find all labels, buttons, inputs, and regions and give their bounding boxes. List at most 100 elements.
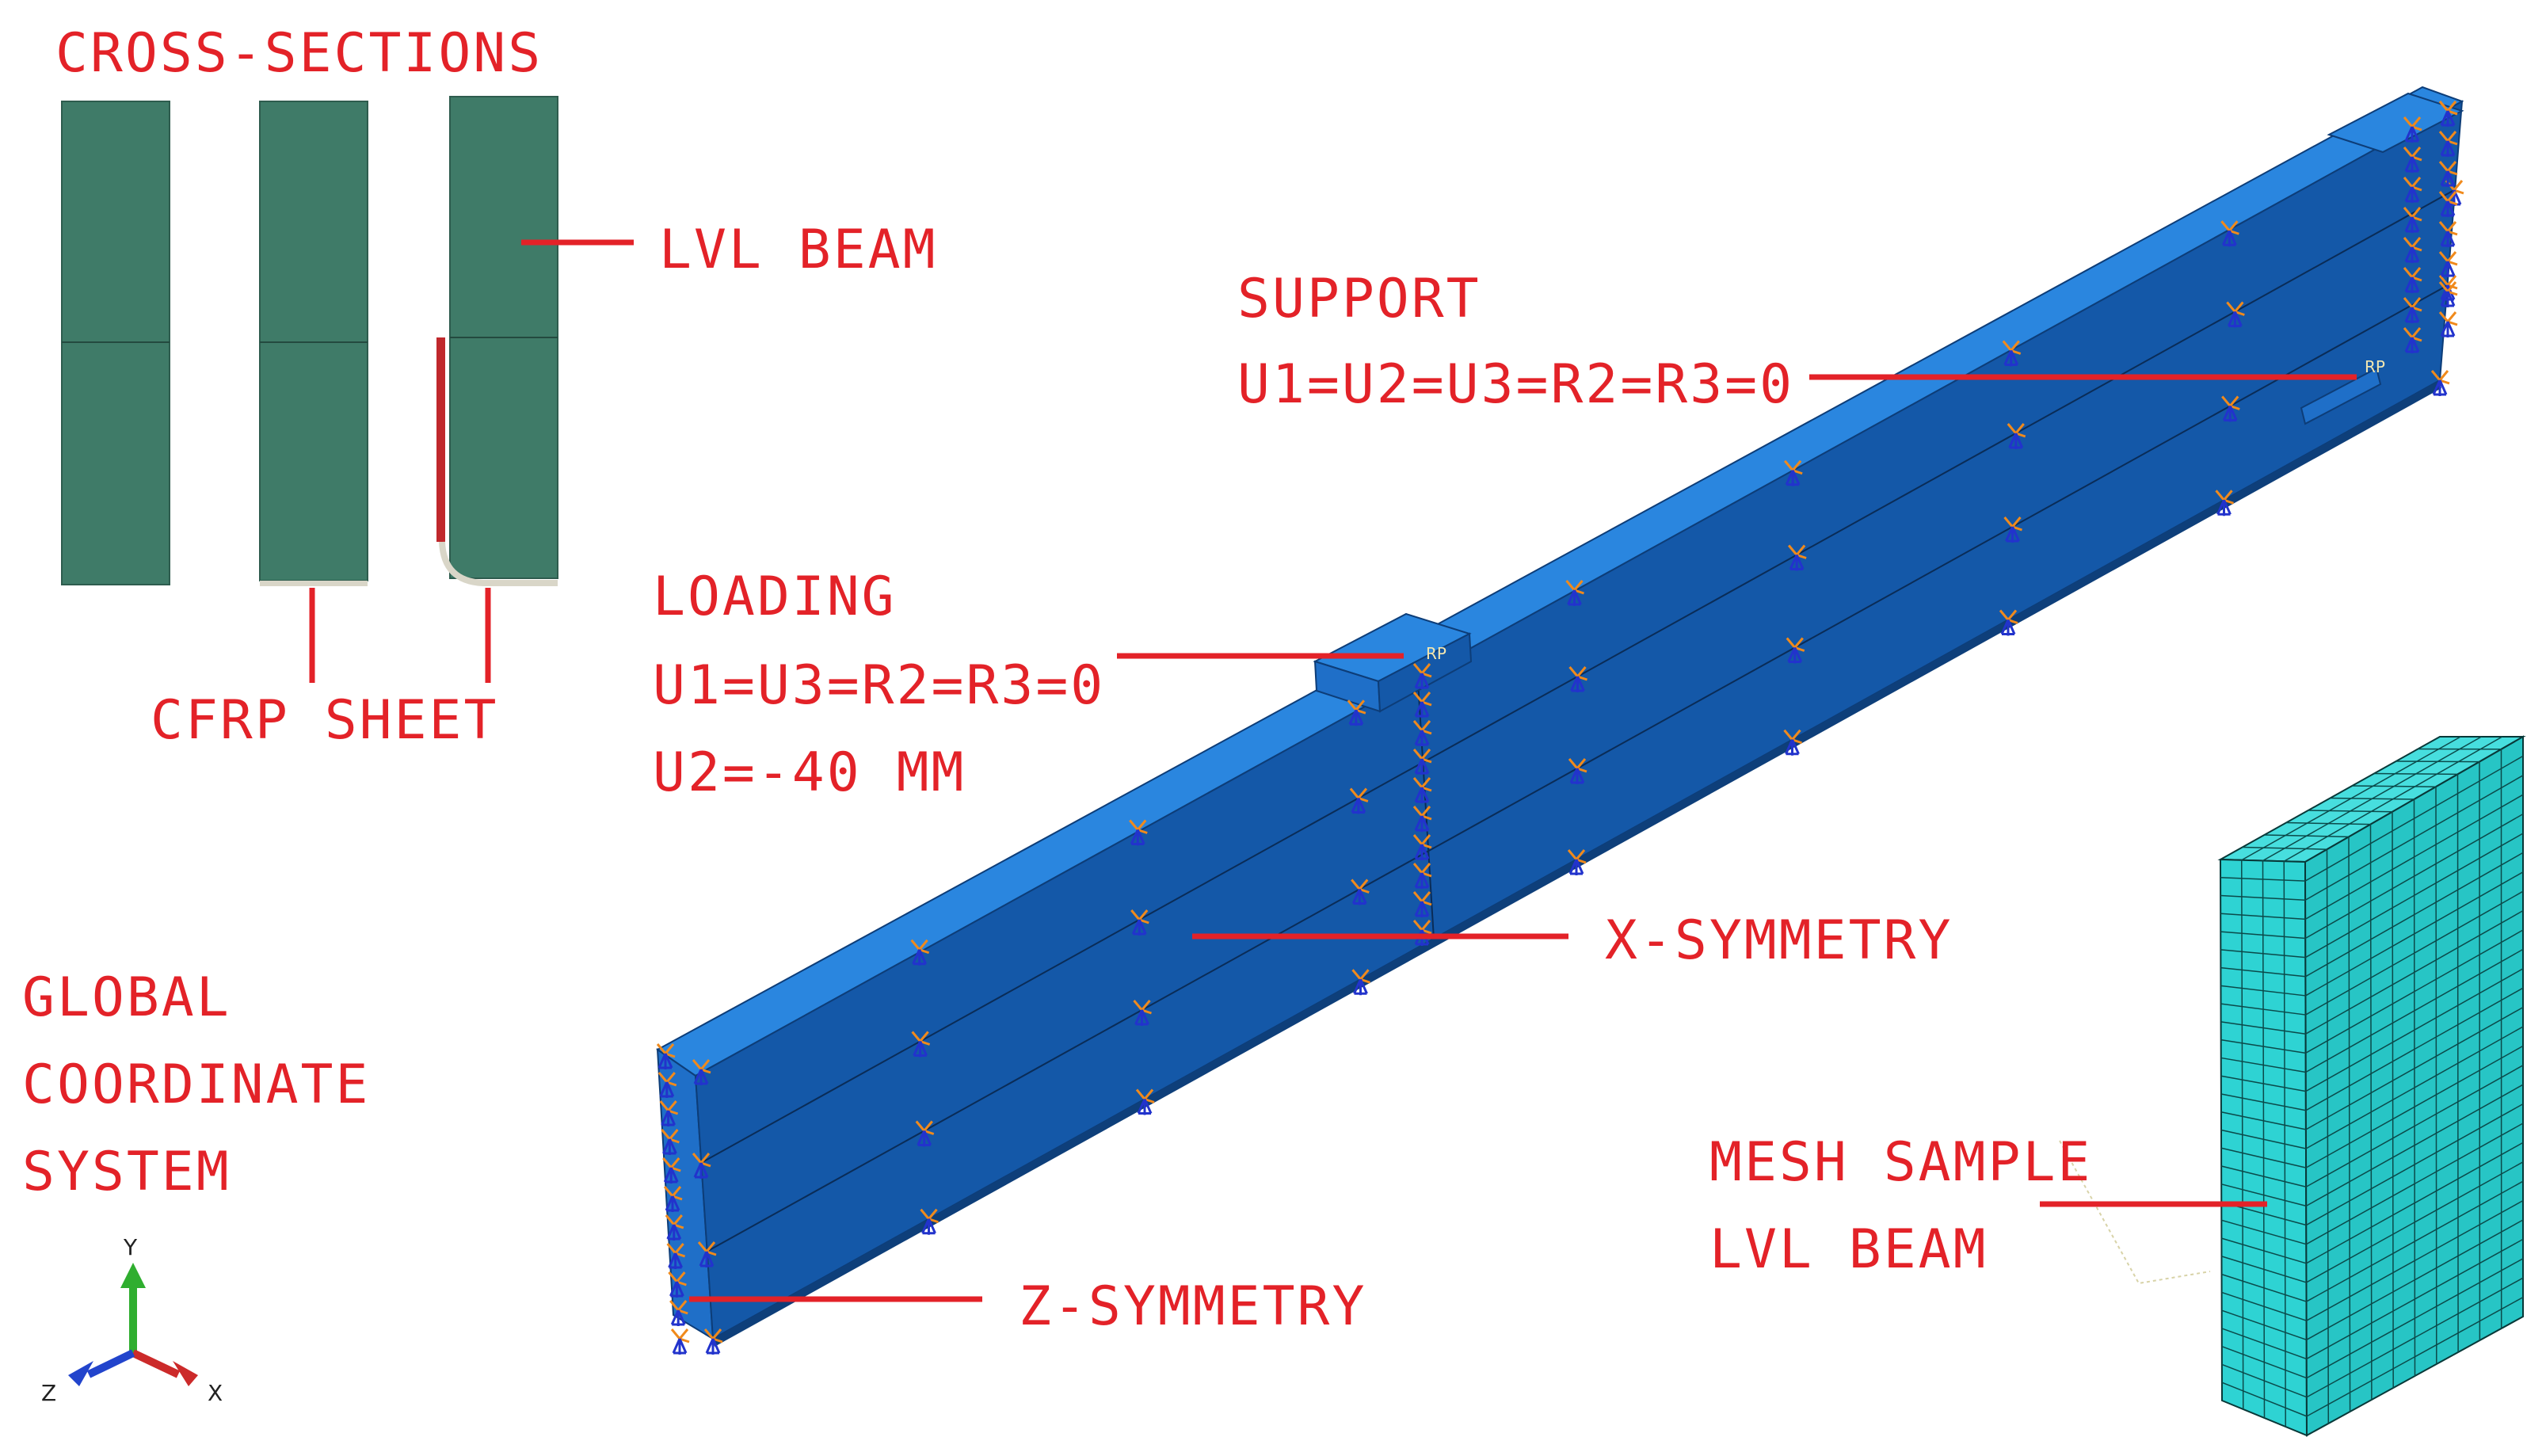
loading-bc-label: U1=U3=R2=R3=0 xyxy=(653,654,1105,717)
global-cs-line1: GLOBAL xyxy=(22,966,231,1029)
bc-marker-icon xyxy=(1412,663,1432,689)
cfrp-sheet-corner xyxy=(439,541,558,586)
rp-support-label: RP xyxy=(2365,357,2385,376)
bc-marker-icon xyxy=(666,1243,686,1269)
bc-marker-icon xyxy=(659,1100,679,1126)
global-cs-line3: SYSTEM xyxy=(22,1141,231,1203)
bc-marker-icon xyxy=(2403,327,2422,353)
bc-marker-icon xyxy=(661,1129,680,1155)
lvl-beam-label: LVL BEAM xyxy=(659,219,938,281)
bc-marker-icon xyxy=(663,1186,683,1212)
bc-marker-icon xyxy=(1999,609,2018,636)
bc-marker-icon xyxy=(662,1157,681,1183)
bc-marker-icon xyxy=(1135,1088,1155,1115)
z-symmetry-label: Z-SYMMETRY xyxy=(1019,1275,1366,1338)
loading-title: LOADING xyxy=(653,566,897,628)
bc-marker-icon xyxy=(657,1072,677,1098)
mesh-label-line2: LVL BEAM xyxy=(1709,1218,1988,1281)
global-cs-line2: COORDINATE xyxy=(22,1054,370,1116)
bc-marker-icon xyxy=(2438,311,2458,337)
bc-marker-icon xyxy=(2403,267,2422,293)
bc-marker-icon xyxy=(1412,806,1432,832)
mesh-dotted-outline xyxy=(2059,1140,2211,1285)
loading-plate xyxy=(1313,612,1473,713)
bc-marker-icon xyxy=(1349,787,1369,814)
triad-y-label: Y xyxy=(123,1234,138,1260)
cross-section-cfrp-u-wrap xyxy=(436,96,558,586)
bc-marker-icon xyxy=(915,1120,935,1147)
bc-marker-icon xyxy=(1130,909,1149,936)
bc-marker-icon xyxy=(1412,777,1432,803)
triad-z-label: Z xyxy=(41,1380,56,1406)
bc-marker-icon xyxy=(911,1031,931,1058)
bc-marker-icon xyxy=(1133,1000,1152,1026)
cross-section-plain xyxy=(61,101,170,585)
cfrp-sheet-side xyxy=(436,337,445,542)
bc-marker-icon xyxy=(1412,749,1432,775)
bc-marker-icon xyxy=(1412,692,1432,718)
y-axis-arrow-icon xyxy=(120,1263,146,1288)
bc-marker-icon xyxy=(668,1271,687,1298)
bc-marker-icon xyxy=(2220,220,2239,247)
bc-marker-icon xyxy=(1786,637,1805,664)
bc-marker-icon xyxy=(1567,849,1587,875)
bc-marker-icon xyxy=(2438,221,2458,247)
cfrp-sheet-bottom xyxy=(260,581,368,586)
bc-marker-icon xyxy=(2002,340,2022,367)
bc-marker-icon xyxy=(2438,161,2458,187)
bc-marker-icon xyxy=(2403,177,2422,203)
bc-marker-icon xyxy=(2403,297,2422,323)
beam-front-face xyxy=(694,100,2464,1340)
bc-marker-icon xyxy=(656,1043,676,1069)
bc-marker-icon xyxy=(1412,720,1432,746)
bc-marker-icon xyxy=(2403,237,2422,263)
bc-marker-icon xyxy=(2226,301,2245,328)
bc-marker-icon xyxy=(1351,969,1370,996)
bc-marker-icon xyxy=(2007,423,2026,449)
bc-marker-icon xyxy=(692,1153,711,1179)
bc-marker-icon xyxy=(670,1328,690,1355)
bc-marker-icon xyxy=(1412,891,1432,917)
bc-marker-icon xyxy=(1129,819,1148,846)
bc-marker-icon xyxy=(665,1214,684,1241)
mesh-grid xyxy=(2220,736,2524,1427)
support-bc-label: U1=U2=U3=R2=R3=0 xyxy=(1237,353,1794,416)
support-title: SUPPORT xyxy=(1237,268,1481,330)
bc-marker-icon xyxy=(920,1208,939,1235)
bc-marker-icon xyxy=(669,1300,688,1326)
bc-marker-icon xyxy=(1412,863,1432,889)
bc-marker-icon xyxy=(2403,207,2422,233)
bc-marker-icon xyxy=(1565,580,1584,606)
support-plate xyxy=(2300,92,2464,425)
bc-marker-icon xyxy=(1783,729,1802,756)
bc-marker-icon xyxy=(1568,666,1587,692)
bc-marker-icon xyxy=(910,939,930,966)
coordinate-triad: Y Z X xyxy=(41,1234,223,1406)
bc-marker-icon xyxy=(2438,131,2458,157)
x-symmetry-label: X-SYMMETRY xyxy=(1605,909,1953,972)
bc-marker-icon xyxy=(2438,281,2458,307)
bc-marker-icon xyxy=(1568,758,1587,784)
bc-marker-icon xyxy=(2215,490,2234,516)
boundary-condition-markers xyxy=(656,101,2464,1355)
bc-marker-icon xyxy=(2003,516,2022,543)
bc-marker-icon xyxy=(697,1241,717,1267)
bc-marker-icon xyxy=(1787,544,1807,571)
bc-marker-icon xyxy=(1412,834,1432,860)
bc-marker-icon xyxy=(2430,370,2450,396)
cross-sections-title: CROSS-SECTIONS xyxy=(55,22,543,85)
bc-marker-icon xyxy=(703,1328,723,1355)
cfrp-sheet-label: CFRP SHEET xyxy=(151,689,498,752)
bc-marker-icon xyxy=(2438,251,2458,277)
bc-marker-icon xyxy=(1347,699,1366,726)
bc-marker-icon xyxy=(2438,101,2458,127)
bc-marker-icon xyxy=(2403,116,2422,143)
rp-load-label: RP xyxy=(1426,644,1446,663)
bc-marker-icon xyxy=(1351,879,1370,905)
loading-disp-label: U2=-40 MM xyxy=(653,741,966,804)
triad-x-label: X xyxy=(208,1380,223,1406)
bc-marker-icon xyxy=(2438,191,2458,217)
mesh-sample-block xyxy=(2217,735,2526,1437)
x-axis-arrow-icon xyxy=(173,1361,198,1386)
